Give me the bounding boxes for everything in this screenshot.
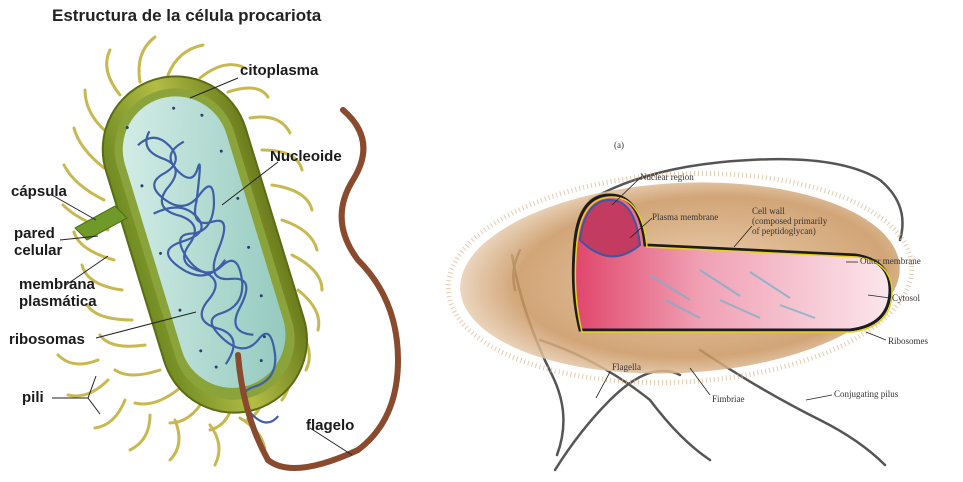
label-membrana-line1: membrana: [19, 276, 95, 293]
label-cell-wall-line2: (composed primarily: [752, 216, 827, 226]
figure-number: (a): [614, 140, 624, 150]
label-ribosomes: Ribosomes: [888, 336, 928, 346]
label-cell-wall-line3: of peptidoglycan): [752, 226, 816, 236]
label-membrana-line2: plasmática: [19, 293, 97, 310]
label-cell-wall-line1: Cell wall: [752, 206, 785, 216]
left-cell-illustration: [52, 37, 398, 468]
label-citoplasma: citoplasma: [240, 62, 318, 79]
label-conjugating-pilus: Conjugating pilus: [834, 389, 898, 399]
diagram-title: Estructura de la célula procariota: [52, 6, 321, 26]
label-flagella: Flagella: [612, 362, 641, 372]
label-nuclear-region: Nuclear region: [640, 172, 694, 182]
label-plasma-membrane: Plasma membrane: [652, 212, 718, 222]
label-ribosomas: ribosomas: [9, 331, 85, 348]
label-pared-line2: celular: [14, 242, 62, 259]
label-pared-line1: pared: [14, 225, 55, 242]
label-capsula: cápsula: [11, 183, 67, 200]
label-outer-membrane: Outer membrane: [860, 256, 921, 266]
label-fimbriae: Fimbriae: [712, 394, 745, 404]
cut-away-wall: [75, 206, 127, 240]
label-flagelo: flagelo: [306, 417, 354, 434]
label-cytosol: Cytosol: [892, 293, 920, 303]
label-pili: pili: [22, 389, 44, 406]
right-cell-illustration: [443, 159, 917, 470]
label-nucleoide: Nucleoide: [270, 148, 342, 165]
